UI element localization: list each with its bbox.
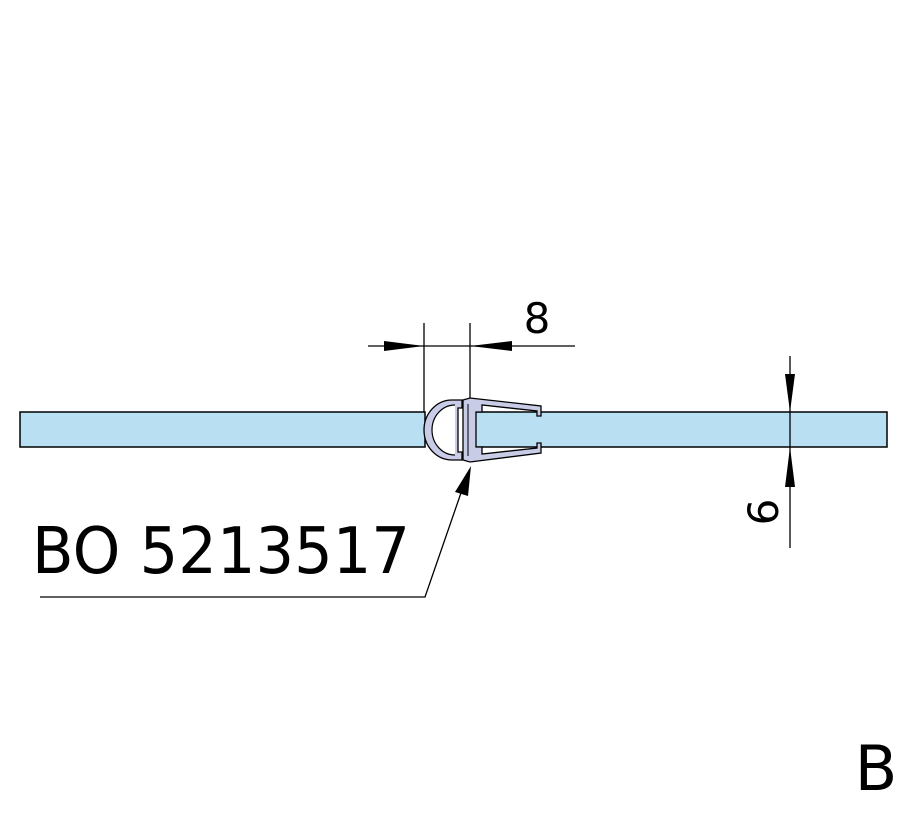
- dimension-thickness: [785, 356, 795, 548]
- view-label: B: [855, 732, 898, 805]
- glass-panel-left: [19, 411, 426, 448]
- glass-panel-right: [467, 411, 888, 448]
- dimension-width-label: 8: [524, 294, 551, 343]
- part-number: BO 5213517: [32, 515, 410, 589]
- seal-u-channel: [462, 397, 542, 463]
- dimension-thickness-label: 6: [739, 499, 788, 526]
- part-leader: [40, 466, 471, 598]
- dimension-width: [368, 323, 575, 412]
